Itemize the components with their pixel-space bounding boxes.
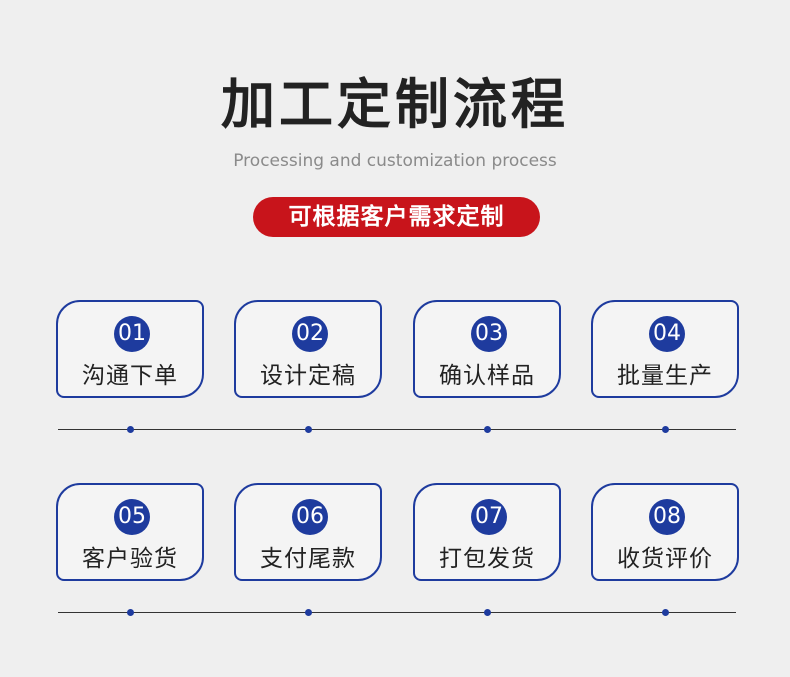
step-number-badge: 07 — [471, 499, 507, 535]
page-title: 加工定制流程 — [221, 73, 569, 136]
timeline-dot — [484, 426, 491, 433]
step-card-5: 05 客户验货 — [56, 483, 204, 581]
step-label: 批量生产 — [617, 363, 713, 389]
step-card-4: 04 批量生产 — [591, 300, 739, 398]
timeline-row-1 — [58, 426, 736, 433]
custom-banner: 可根据客户需求定制 — [253, 197, 540, 237]
step-card-1: 01 沟通下单 — [56, 300, 204, 398]
step-label: 收货评价 — [617, 546, 713, 572]
timeline-dot — [127, 609, 134, 616]
step-label: 沟通下单 — [82, 363, 178, 389]
step-number-badge: 03 — [471, 316, 507, 352]
page-subtitle: Processing and customization process — [233, 151, 557, 171]
timeline-dot — [662, 426, 669, 433]
timeline-dot — [305, 609, 312, 616]
step-number-badge: 02 — [292, 316, 328, 352]
step-number-badge: 05 — [114, 499, 150, 535]
step-label: 客户验货 — [82, 546, 178, 572]
step-card-3: 03 确认样品 — [413, 300, 561, 398]
step-number-badge: 06 — [292, 499, 328, 535]
step-card-2: 02 设计定稿 — [234, 300, 382, 398]
step-label: 支付尾款 — [260, 546, 356, 572]
timeline-dot — [662, 609, 669, 616]
timeline-row-2 — [58, 609, 736, 616]
timeline-dot — [305, 426, 312, 433]
timeline-dot — [484, 609, 491, 616]
timeline-dot — [127, 426, 134, 433]
step-card-7: 07 打包发货 — [413, 483, 561, 581]
step-number-badge: 01 — [114, 316, 150, 352]
step-number-badge: 04 — [649, 316, 685, 352]
step-label: 设计定稿 — [260, 363, 356, 389]
step-label: 打包发货 — [439, 546, 535, 572]
step-label: 确认样品 — [439, 363, 535, 389]
step-card-8: 08 收货评价 — [591, 483, 739, 581]
step-card-6: 06 支付尾款 — [234, 483, 382, 581]
step-number-badge: 08 — [649, 499, 685, 535]
